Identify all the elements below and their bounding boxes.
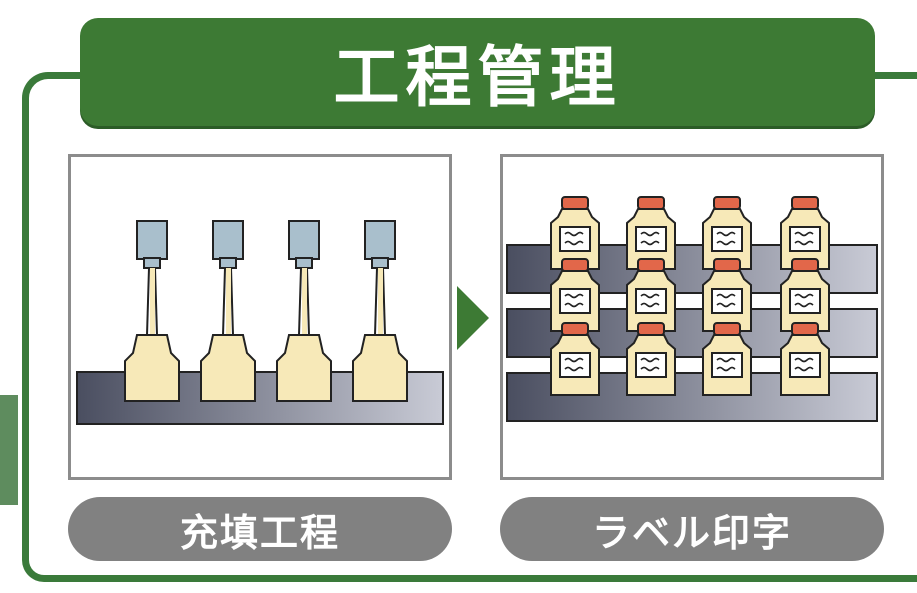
right-arrow-icon <box>457 286 489 350</box>
step-label-labeling-text: ラベル印字 <box>591 510 792 555</box>
labeled-bottles-illustration <box>506 196 878 422</box>
filling-machine-illustration <box>76 220 444 425</box>
left-accent-bar <box>0 395 18 505</box>
title-banner: 工程管理 <box>80 18 875 126</box>
filling-nozzle-3 <box>276 220 332 402</box>
filling-nozzle-2 <box>200 220 256 402</box>
filling-nozzle-1 <box>124 220 180 402</box>
filling-panel <box>68 154 452 480</box>
step-label-labeling: ラベル印字 <box>500 497 884 561</box>
filling-nozzle-4 <box>352 220 408 402</box>
step-label-filling-text: 充填工程 <box>179 510 340 555</box>
step-label-filling: 充填工程 <box>68 497 452 561</box>
labeling-panel <box>500 154 884 480</box>
page-title: 工程管理 <box>333 39 622 116</box>
